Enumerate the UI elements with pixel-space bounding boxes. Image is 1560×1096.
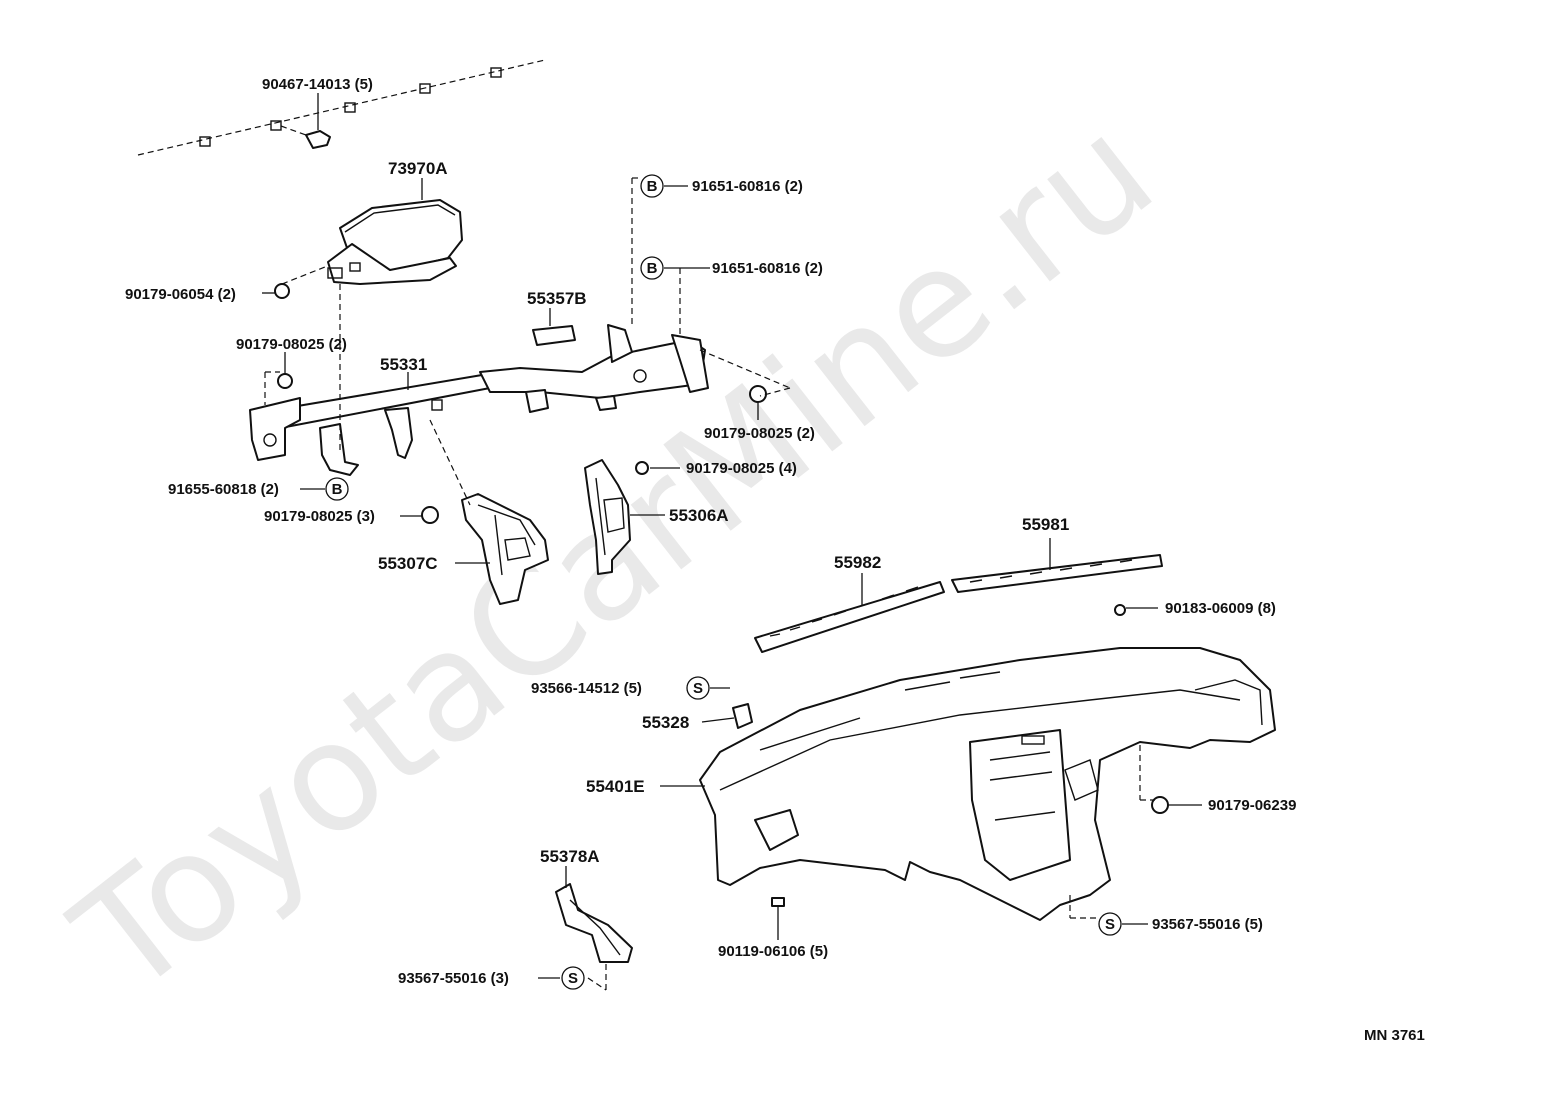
callout-55331: 55331 xyxy=(380,355,427,374)
callout-55357b: 55357B xyxy=(527,289,587,308)
callout-93567-55016-a: 93567-55016 (5) xyxy=(1152,916,1263,933)
callout-90467-14013: 90467-14013 (5) xyxy=(262,76,373,93)
callout-90179-08025-d: 90179-08025 (3) xyxy=(264,508,375,525)
brace-55306a-shape xyxy=(584,459,631,575)
airbag-assembly xyxy=(327,199,463,285)
nozzle-55982-shape xyxy=(754,581,945,653)
callout-90179-08025-b: 90179-08025 (2) xyxy=(704,425,815,442)
callout-55982: 55982 xyxy=(834,553,881,572)
callout-90179-06054: 90179-06054 (2) xyxy=(125,286,236,303)
bracket-55307c-shape xyxy=(461,493,549,605)
svg-text:S: S xyxy=(1105,916,1115,933)
svg-text:B: B xyxy=(647,178,658,195)
callout-90179-08025-a: 90179-08025 (2) xyxy=(236,336,347,353)
callout-labels: 90467-14013 (5) 73970A 90179-06054 (2) 9… xyxy=(125,76,1296,987)
nozzle-55981-shape xyxy=(951,554,1163,593)
callout-55401e: 55401E xyxy=(586,777,645,796)
callout-55306a: 55306A xyxy=(669,506,729,525)
symbol-s-3: S xyxy=(561,966,585,990)
callout-93567-55016-b: 93567-55016 (3) xyxy=(398,970,509,987)
callout-90119-06106: 90119-06106 (5) xyxy=(718,943,828,960)
symbol-s-1: S xyxy=(686,676,710,700)
svg-text:S: S xyxy=(568,970,578,987)
callout-55378a: 55378A xyxy=(540,847,600,866)
callout-73970a: 73970A xyxy=(388,159,448,178)
symbol-b-1: B xyxy=(640,174,664,198)
part-55357b-shape xyxy=(532,325,576,346)
callout-91655-60818: 91655-60818 (2) xyxy=(168,481,279,498)
callout-91651-60816-b: 91651-60816 (2) xyxy=(712,260,823,277)
roof-edge-clips xyxy=(137,59,546,156)
callout-55328: 55328 xyxy=(642,713,689,732)
callout-90179-06239: 90179-06239 xyxy=(1208,797,1296,814)
symbol-s-2: S xyxy=(1098,912,1122,936)
svg-text:S: S xyxy=(693,680,703,697)
instrument-panel-reinforcement xyxy=(249,324,709,476)
svg-text:B: B xyxy=(647,260,658,277)
fasteners xyxy=(274,283,1169,922)
callout-90183-06009: 90183-06009 (8) xyxy=(1165,600,1276,617)
leader-lines xyxy=(262,93,1202,991)
callout-93566-14512: 93566-14512 (5) xyxy=(531,680,642,697)
symbol-b-3: B xyxy=(325,477,349,501)
diagram-code: MN 3761 xyxy=(1364,1027,1425,1044)
callout-55307c: 55307C xyxy=(378,554,438,573)
clip-55328-shape xyxy=(732,703,753,729)
svg-text:B: B xyxy=(332,481,343,498)
symbol-b-2: B xyxy=(640,256,664,280)
callout-55981: 55981 xyxy=(1022,515,1069,534)
callout-91651-60816-a: 91651-60816 (2) xyxy=(692,178,803,195)
instrument-panel-55401e xyxy=(699,647,1276,921)
callout-90179-08025-c: 90179-08025 (4) xyxy=(686,460,797,477)
